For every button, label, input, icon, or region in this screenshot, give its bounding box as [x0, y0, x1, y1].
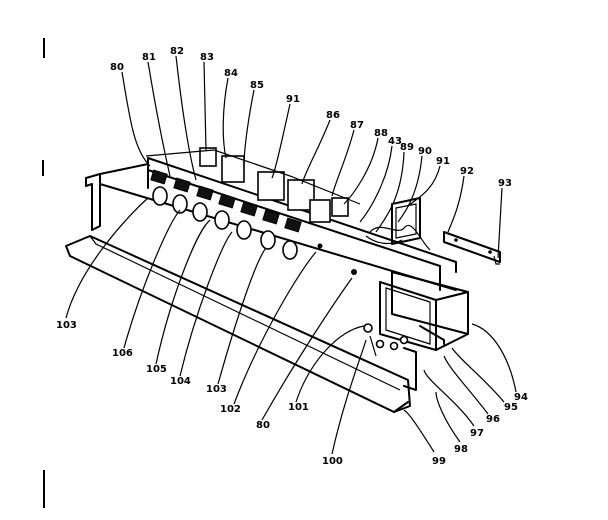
callout-95: 95	[504, 402, 518, 413]
callout-90: 90	[418, 146, 432, 157]
callout-98: 98	[454, 444, 468, 455]
right-housing	[379, 271, 469, 391]
callout-97: 97	[470, 428, 484, 439]
callout-80-bottom: 80	[256, 420, 270, 431]
callout-85: 85	[250, 80, 264, 91]
binder-marks	[42, 38, 45, 508]
callout-103-bottom: 103	[206, 384, 227, 395]
callout-101: 101	[288, 402, 309, 413]
callout-43: 43	[388, 136, 402, 147]
callout-91-top: 91	[286, 94, 300, 105]
callout-83: 83	[200, 52, 214, 63]
callout-96: 96	[486, 414, 500, 425]
callout-87: 87	[350, 120, 364, 131]
callout-84: 84	[224, 68, 238, 79]
callout-93: 93	[498, 178, 512, 189]
callout-89: 89	[400, 142, 414, 153]
callout-80-top: 80	[110, 62, 124, 73]
control-knobs	[152, 186, 357, 275]
callout-81: 81	[142, 52, 156, 63]
left-end-bracket	[85, 173, 101, 231]
callout-91-right: 91	[436, 156, 450, 167]
callout-103-left: 103	[56, 320, 77, 331]
callout-100: 100	[322, 456, 343, 467]
front-trim-panel	[65, 235, 411, 413]
callout-106: 106	[112, 348, 133, 359]
leader-lines	[65, 55, 517, 455]
callout-labels: 80 81 82 83 84 85 91 86 87 88 43 89 90 9…	[56, 46, 528, 467]
callout-102: 102	[220, 404, 241, 415]
small-screws	[363, 323, 409, 357]
callout-99: 99	[432, 456, 446, 467]
callout-104: 104	[170, 376, 191, 387]
callout-82: 82	[170, 46, 184, 57]
rear-switch-housings	[145, 147, 361, 223]
callout-92: 92	[460, 166, 474, 177]
callout-94: 94	[514, 392, 528, 403]
callout-88: 88	[374, 128, 388, 139]
callout-86: 86	[326, 110, 340, 121]
switch-bank	[150, 169, 302, 233]
callout-105: 105	[146, 364, 167, 375]
end-plate-and-wiring	[365, 197, 431, 251]
mounting-bracket	[443, 231, 501, 265]
